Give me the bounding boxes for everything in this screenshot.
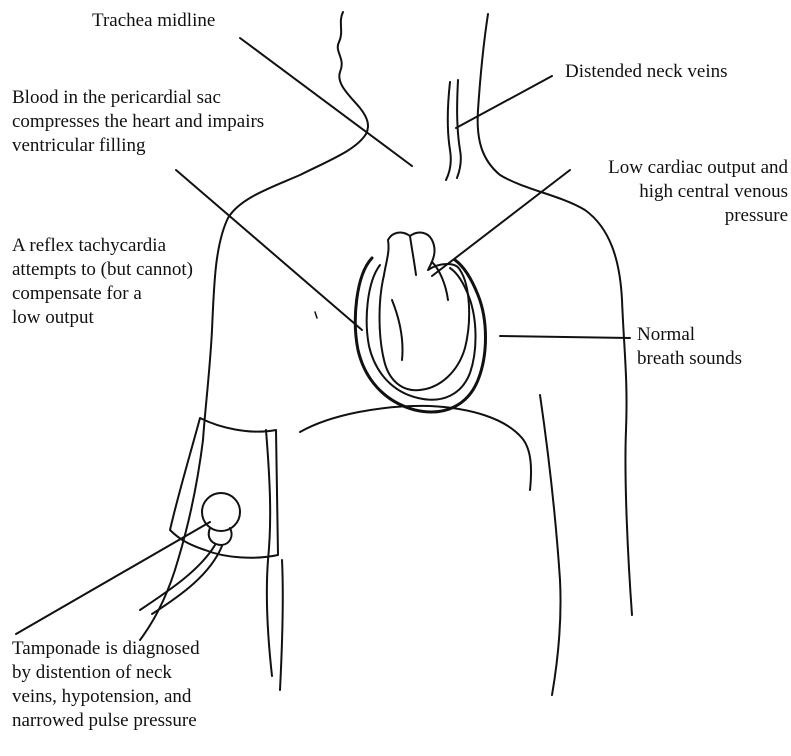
stethoscope-bell xyxy=(202,493,240,531)
label-neck-veins: Distended neck veins xyxy=(565,60,728,84)
left-arm-inner xyxy=(266,430,272,676)
leader-diagnosis xyxy=(16,522,210,634)
heart xyxy=(380,233,470,391)
neck-vein-1 xyxy=(446,82,451,180)
label-blood-pericardial: Blood in the pericardial sac compresses … xyxy=(12,86,264,158)
stethoscope-tubing-1 xyxy=(140,545,215,610)
torso-left-lower xyxy=(280,560,283,690)
label-diagnosis: Tamponade is diagnosed by distention of … xyxy=(12,637,200,733)
label-breath-sounds: Normal breath sounds xyxy=(637,323,742,371)
label-low-output: Low cardiac output and high central veno… xyxy=(564,156,788,228)
neck-left-outline xyxy=(203,12,368,440)
left-arm-outline xyxy=(140,440,203,640)
neck-vein-2 xyxy=(457,80,461,178)
abdomen-curve xyxy=(300,406,531,490)
leader-pericardial xyxy=(176,170,362,330)
label-tachycardia: A reflex tachycardia attempts to (but ca… xyxy=(12,234,193,330)
leader-low-output xyxy=(432,170,570,276)
torso-right xyxy=(540,395,561,695)
leader-trachea xyxy=(240,38,412,166)
pericardial-sac-inner xyxy=(367,265,476,400)
stray-mark xyxy=(315,312,317,318)
label-trachea: Trachea midline xyxy=(92,9,215,33)
leader-neck-veins xyxy=(456,76,552,128)
heart-vessel xyxy=(392,236,448,360)
leader-breath-sounds xyxy=(500,336,630,338)
